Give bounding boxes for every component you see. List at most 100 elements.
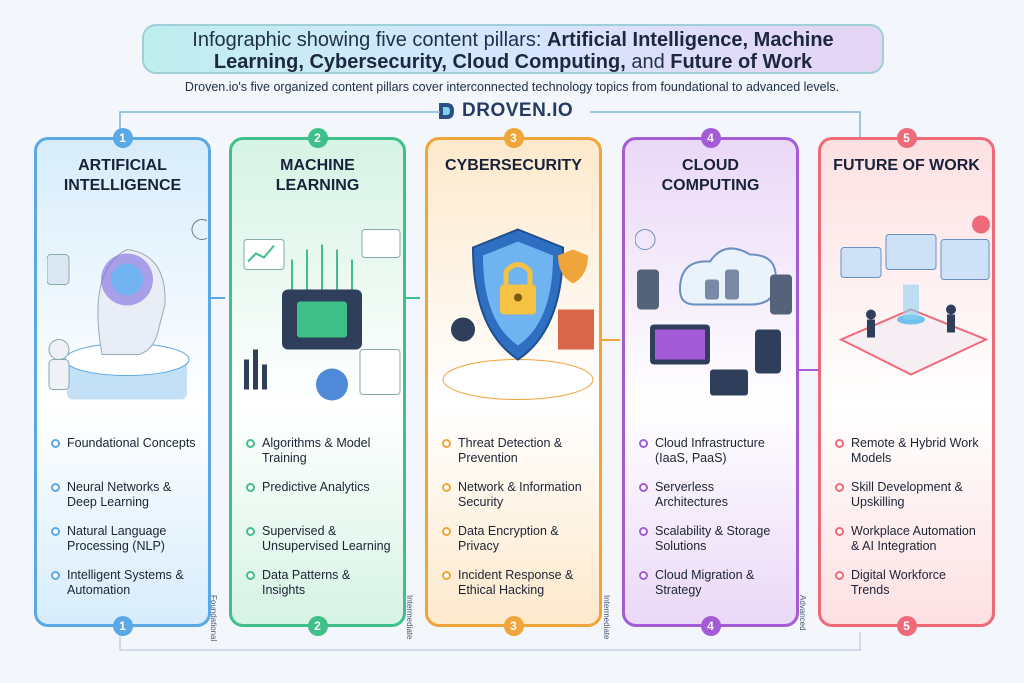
bullet-icon	[639, 527, 648, 536]
topic-label: Data Patterns & Insights	[262, 568, 351, 597]
cloud-icon	[635, 229, 792, 396]
title-and: and	[625, 51, 671, 73]
topic-label: Neural Networks & Deep Learning	[67, 480, 172, 509]
topic-item: Threat Detection & Prevention	[442, 436, 591, 466]
topic-label: Incident Response & Ethical Hacking	[458, 568, 574, 597]
title-bold-3: Future of Work	[670, 51, 813, 73]
topic-item: Natural Language Processing (NLP)	[51, 524, 200, 554]
pillar-number-bottom: 2	[307, 616, 328, 636]
pillar-number-top: 1	[112, 128, 133, 148]
chip-icon	[243, 229, 401, 401]
office-icon	[838, 215, 990, 376]
topic-item: Incident Response & Ethical Hacking	[442, 568, 591, 598]
topic-label: Scalability & Storage Solutions	[655, 524, 771, 553]
topic-item: Algorithms & Model Training	[246, 436, 395, 466]
bullet-icon	[246, 527, 255, 536]
topic-item: Cloud Migration & Strategy	[639, 568, 788, 598]
level-label: Intermediate	[405, 595, 414, 640]
topic-label: Workplace Automation & AI Integration	[851, 524, 976, 553]
brand-logo: DROVEN.IO	[436, 99, 596, 123]
topic-item: Predictive Analytics	[246, 480, 395, 510]
bullet-icon	[246, 571, 255, 580]
bullet-icon	[442, 527, 451, 536]
topic-label: Supervised & Unsupervised Learning	[262, 524, 391, 553]
topic-item: Supervised & Unsupervised Learning	[246, 524, 395, 554]
pillar-title: ARTIFICIAL INTELLIGENCE	[63, 157, 182, 194]
droven-logo-icon	[439, 103, 454, 119]
topic-label: Remote & Hybrid Work Models	[851, 436, 979, 465]
subtitle: Droven.io's five organized content pilla…	[184, 80, 840, 94]
shield-lock-icon	[442, 228, 594, 400]
topic-label: Intelligent Systems & Automation	[67, 568, 184, 597]
pillar-number-top: 5	[896, 128, 917, 148]
title-bold-2: Learning, Cybersecurity, Cloud Computing…	[213, 51, 626, 73]
bullet-icon	[835, 483, 844, 492]
bullet-icon	[835, 527, 844, 536]
topic-label: Serverless Architectures	[655, 480, 728, 509]
topic-item: Remote & Hybrid Work Models	[835, 436, 984, 466]
pillar-number-bottom: 1	[112, 616, 133, 636]
pillar-title: MACHINE LEARNING	[275, 157, 360, 194]
title-prefix: Infographic showing five content pillars…	[192, 29, 547, 51]
bullet-icon	[442, 439, 451, 448]
bullet-icon	[51, 571, 60, 580]
topic-label: Predictive Analytics	[262, 480, 370, 494]
bullet-icon	[442, 483, 451, 492]
topic-label: Cloud Infrastructure (IaaS, PaaS)	[655, 436, 765, 465]
pillar-number-top: 2	[307, 128, 328, 148]
topic-item: Scalability & Storage Solutions	[639, 524, 788, 554]
pillar-number-bottom: 5	[896, 616, 917, 636]
title-line-2: Learning, Cybersecurity, Cloud Computing…	[144, 51, 882, 73]
bullet-icon	[835, 571, 844, 580]
title-line-1: Infographic showing five content pillars…	[144, 29, 882, 51]
topic-item: Data Patterns & Insights	[246, 568, 395, 598]
level-label: Foundational	[209, 595, 218, 642]
topic-item: Workplace Automation & AI Integration	[835, 524, 984, 554]
pillar-topic-list: Cloud Infrastructure (IaaS, PaaS) Serverl…	[639, 436, 788, 612]
bullet-icon	[51, 439, 60, 448]
topic-label: Natural Language Processing (NLP)	[67, 524, 167, 553]
level-label: Intermediate	[602, 595, 611, 640]
topic-label: Network & Information Security	[458, 480, 582, 509]
pillar-number-top: 3	[503, 128, 524, 148]
topic-item: Network & Information Security	[442, 480, 591, 510]
bullet-icon	[51, 527, 60, 536]
topic-label: Foundational Concepts	[67, 436, 196, 450]
level-label: Advanced	[798, 595, 807, 631]
topic-label: Skill Development & Upskilling	[851, 480, 963, 509]
topic-label: Data Encryption & Privacy	[458, 524, 559, 553]
pillar-title: FUTURE OF WORK	[833, 157, 980, 174]
bullet-icon	[246, 439, 255, 448]
bullet-icon	[639, 483, 648, 492]
title-bold-1: Artificial Intelligence, Machine	[546, 29, 834, 51]
topic-label: Threat Detection & Prevention	[458, 436, 563, 465]
topic-item: Cloud Infrastructure (IaaS, PaaS)	[639, 436, 788, 466]
topic-item: Data Encryption & Privacy	[442, 524, 591, 554]
topic-label: Digital Workforce Trends	[851, 568, 946, 597]
brand-name: DROVEN.IO	[462, 100, 574, 121]
robot-head-icon	[47, 219, 207, 400]
bullet-icon	[51, 483, 60, 492]
topic-label: Cloud Migration & Strategy	[655, 568, 755, 597]
title-banner: Infographic showing five content pillars…	[142, 24, 884, 74]
bullet-icon	[835, 439, 844, 448]
topic-item: Skill Development & Upskilling	[835, 480, 984, 510]
bullet-icon	[442, 571, 451, 580]
pillar-number-bottom: 3	[503, 616, 524, 636]
pillar-title: CYBERSECURITY	[445, 157, 582, 174]
topic-item: Intelligent Systems & Automation	[51, 568, 200, 598]
topic-item: Serverless Architectures	[639, 480, 788, 510]
topic-item: Foundational Concepts	[51, 436, 200, 466]
bullet-icon	[246, 483, 255, 492]
bullet-icon	[639, 571, 648, 580]
bullet-icon	[639, 439, 648, 448]
